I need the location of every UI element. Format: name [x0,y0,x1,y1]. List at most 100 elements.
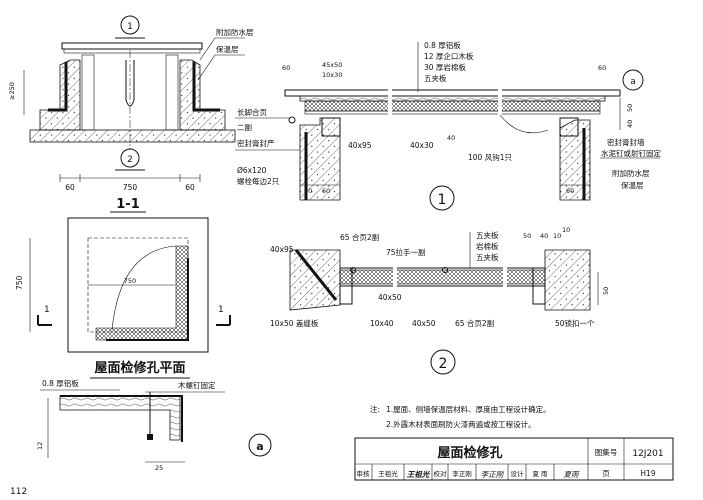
d2-dim-10b: 10 [562,226,570,234]
plan-title: 屋面检修孔平面 [94,360,185,376]
d1-dim-60c: 60 [566,187,574,195]
d2-dim-40x95: 40x95 [270,245,294,254]
callout-2-text: 2 [127,155,133,165]
d2-dim-40x50b: 40x50 [412,319,436,328]
wood-cover-section [59,395,181,441]
d1-mat-wood: 12 厚企口木板 [424,51,474,61]
design-label: 设计 [511,469,525,478]
page-label: 页 [602,469,610,478]
notes-line-2: 2.外露木材表面刷防火漆两遍或按工程设计。 [386,419,536,429]
title-block-title: 屋面检修孔 [437,445,502,461]
d1-dim-50: 50 [626,104,634,112]
notes: 注: 1.屋面、侧墙保温层材料、厚度由工程设计确定。 2.外露木材表面刷防火漆两… [370,404,551,429]
d2-dim-50: 50 [523,232,531,240]
reviewer-signature: 王祖光 [407,470,431,479]
d1-dim-40x95: 40x95 [348,141,372,150]
dim-left-60: 60 [65,183,75,192]
d2-strip: 10x50 盖缝板 [270,318,319,328]
d1-mat-plywood: 五夹板 [424,73,447,83]
d2-dim-10: 10 [553,232,561,240]
d1-hook: 100 风钩1只 [468,152,512,162]
check-label: 校对 [434,469,448,478]
hatch-cover [61,42,203,50]
plan-dim-inner: 750 [124,277,136,285]
dim-right-60: 60 [185,183,195,192]
d1-callout-a: a [630,77,636,87]
d1-dim-40: 40 [626,120,634,128]
d2-mat-b: 岩棉板 [476,241,499,251]
callout-1-top-text: 1 [127,22,133,32]
d1-hinge-pair: 二副 [237,123,252,132]
d1-fangshui: 附加防水层 [612,168,650,178]
d1-number-circle [429,185,455,211]
d1-rockwool [304,100,601,112]
d2-hinge-icon [350,267,356,273]
d1-number: 1 [438,192,447,208]
label-fangshui: 附加防水层 [216,27,254,37]
d1-seal-wall: 密封膏封墙 [607,137,645,147]
plan-view: 750 750 1 1 屋面检修孔平面 [15,217,231,379]
plan-insulation [95,245,189,341]
d2-dim-40: 40 [540,232,548,240]
d2-dim-40x50: 40x50 [378,293,402,302]
detail-2: 40x95 65 合页2副 75拉手一副 五夹板 岩棉板 五夹板 50 40 1… [270,226,610,375]
page-number: 112 [10,487,27,497]
review-label: 审核 [357,469,371,478]
callout-circle-1-top [120,15,140,35]
d2-wall-right [544,249,591,311]
reviewer-name: 王祖光 [378,469,398,478]
d1-dim-50b: 50 [304,187,312,195]
d2-wall-left [289,249,341,311]
d1-hinge-icon [288,116,296,124]
dim-12: 12 [36,442,44,450]
waterproof-left [48,62,68,112]
section-title-1-1: 1-1 [116,197,140,212]
checker-name: 李正刚 [452,469,472,478]
curb-right [179,59,226,131]
curb-left [39,59,81,131]
d2-number: 2 [439,356,448,372]
dim-750: 750 [123,183,138,192]
d1-bolt-note: 螺栓每边2只 [237,176,280,186]
title-block: 屋面检修孔 图集号 12J201 页 H19 审核 王祖光 王祖光 校对 李正刚… [354,437,674,481]
designer-signature: 夏雨 [564,470,580,479]
d1-curb-left [299,117,341,201]
dim-height: ≥250 [8,82,16,100]
designer-name: 夏 雨 [532,470,548,478]
d2-number-circle [430,349,456,375]
d2-panel [339,269,546,285]
cut-mark-left: 1 [44,305,50,315]
d1-hook-icon [499,114,549,134]
d2-lock: 50锁扣一个 [555,318,595,328]
d2-handle-icon [442,267,448,273]
plan-dim-side: 750 [15,275,24,290]
detail-a: 0.8 厚铝板 木螺钉固定 12 25 a [36,378,272,472]
roof-slab [29,129,236,143]
d1-mat-aluminum: 0.8 厚铝板 [424,40,461,50]
d1-dim-10x30: 10x30 [322,71,342,79]
d1-aluminum-cap [284,89,621,97]
d2-handle: 75拉手一副 [386,247,426,257]
d1-hinge: 长脚合页 [237,107,267,117]
section-1-1: 1 附加防水层 保温层 ≥250 2 [8,15,254,213]
d2-mat-c: 五夹板 [476,252,499,262]
cut-mark-right: 1 [218,305,224,315]
label-aluminum: 0.8 厚铝板 [42,378,79,388]
d1-nail: 水泥钉或射钉固定 [601,148,661,158]
page-number-code: H19 [640,469,655,478]
d1-dim-60-right: 60 [598,64,606,72]
d2-hinge: 65 合页2副 [340,232,379,242]
callout-circle-a [248,433,272,457]
d2-dim-10x40: 10x40 [370,319,394,328]
atlas-number: 12J201 [632,449,663,459]
d1-bolt: Ø6x120 [237,166,267,175]
d2-hinge-b: 65 合页2副 [455,318,494,328]
d1-sealant: 密封膏封严 [237,138,275,148]
d2-mat-a: 五夹板 [476,230,499,240]
d1-dim-45x50: 45x50 [322,61,342,69]
callout-circle-2 [120,148,140,168]
d1-callout-circle-a [622,69,644,91]
d1-dim-60b: 60 [322,187,330,195]
callout-a-text: a [256,440,263,453]
